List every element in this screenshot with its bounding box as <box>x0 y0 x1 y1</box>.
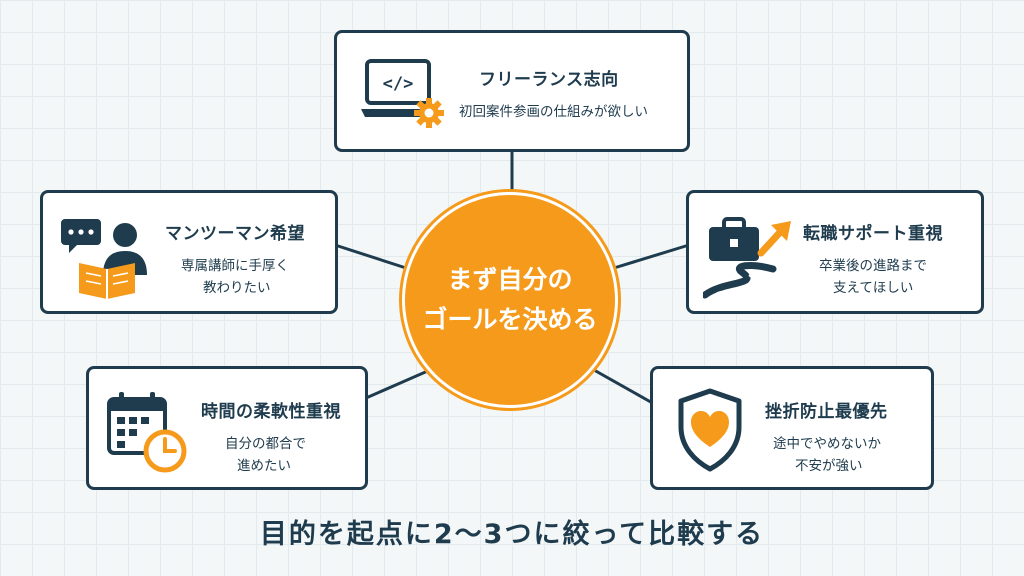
center-goal-circle: まず自分の ゴールを決める <box>402 192 618 408</box>
card-mentor-desc-line2: 教わりたい <box>203 280 271 296</box>
card-schedule-title: 時間の柔軟性重視 <box>201 402 341 422</box>
card-freelance: </> フリーランス志向 初回案件参画の仕組みが欲しい <box>334 30 690 152</box>
svg-text:</>: </> <box>383 74 414 94</box>
card-career-desc-line2: 支えてほしい <box>833 280 914 296</box>
center-goal-line2: ゴールを決める <box>422 305 598 334</box>
card-career-desc-line1: 卒業後の進路まで <box>819 258 927 274</box>
card-schedule-desc-line2: 進めたい <box>237 458 291 474</box>
briefcase-road-arrow-icon <box>703 217 791 299</box>
center-goal-text: まず自分の ゴールを決める <box>422 260 597 340</box>
card-schedule: 時間の柔軟性重視 自分の都合で 進めたい <box>86 366 368 490</box>
card-freelance-title: フリーランス志向 <box>479 70 619 90</box>
card-retention: 挫折防止最優先 途中でやめないか 不安が強い <box>650 366 934 490</box>
card-mentor-desc-line1: 専属講師に手厚く <box>181 258 289 274</box>
card-freelance-desc: 初回案件参画の仕組みが欲しい <box>459 104 648 120</box>
card-retention-title: 挫折防止最優先 <box>765 402 888 422</box>
card-mentor: マンツーマン希望 専属講師に手厚く 教わりたい <box>40 190 338 314</box>
footer-caption: 目的を起点に2〜3つに絞って比較する <box>259 519 765 550</box>
mentor-book-chat-icon <box>61 219 147 299</box>
card-schedule-desc-line1: 自分の都合で <box>225 436 306 452</box>
shield-heart-icon <box>678 388 742 472</box>
card-mentor-title: マンツーマン希望 <box>165 224 305 244</box>
card-retention-desc-line2: 不安が強い <box>795 458 863 474</box>
laptop-code-gear-icon: </> <box>361 59 444 128</box>
calendar-clock-icon <box>107 392 187 473</box>
card-career: 転職サポート重視 卒業後の進路まで 支えてほしい <box>686 190 984 314</box>
card-career-title: 転職サポート重視 <box>803 224 943 244</box>
center-goal-line1: まず自分の <box>447 265 573 294</box>
card-retention-desc-line1: 途中でやめないか <box>773 436 881 452</box>
